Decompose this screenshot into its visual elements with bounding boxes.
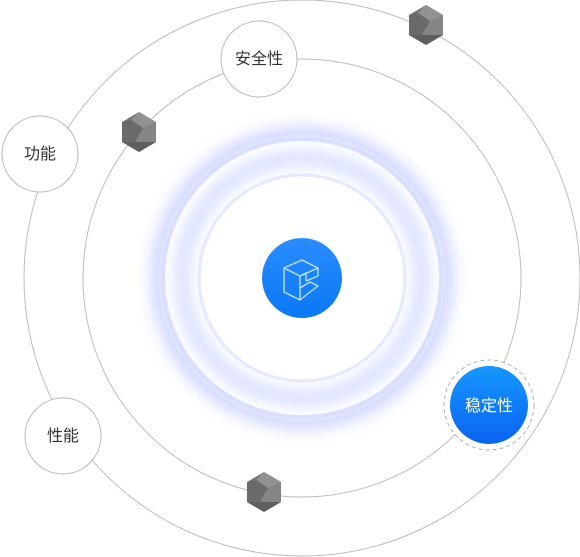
node-performance[interactable]: 性能: [24, 397, 102, 475]
node-performance-label: 性能: [47, 426, 79, 445]
middle-orbit: [82, 58, 522, 498]
node-function-label: 功能: [24, 144, 56, 163]
node-security-label: 安全性: [235, 49, 283, 68]
center-badge[interactable]: [262, 238, 342, 318]
node-security[interactable]: 安全性: [220, 20, 298, 98]
outer-orbit: [23, 0, 580, 557]
gray-polyhedron-icon: [247, 472, 281, 512]
node-stability[interactable]: 稳定性: [443, 359, 535, 451]
node-function[interactable]: 功能: [1, 115, 79, 193]
gray-polyhedron-icon: [409, 5, 443, 45]
node-stability-label: 稳定性: [465, 396, 513, 415]
cube-logo-icon: [283, 259, 319, 301]
gray-polyhedron-icon: [122, 112, 156, 152]
